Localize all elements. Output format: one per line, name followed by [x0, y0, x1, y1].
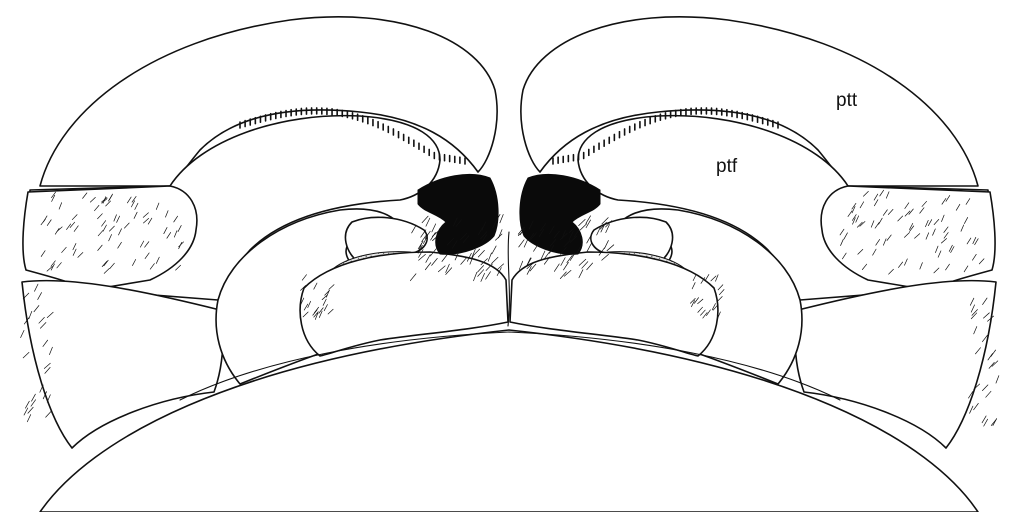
seta	[492, 246, 496, 254]
seta	[28, 407, 33, 413]
seta	[492, 257, 498, 263]
seta	[27, 415, 30, 422]
seta	[519, 240, 524, 247]
seta	[988, 354, 993, 360]
seta	[426, 218, 430, 226]
seta	[580, 224, 586, 230]
right-dark-sclerite	[520, 174, 600, 254]
seta	[986, 391, 991, 397]
seta	[991, 350, 996, 356]
seta	[23, 352, 29, 357]
seta	[587, 244, 591, 252]
seta	[996, 376, 999, 383]
seta	[478, 250, 484, 257]
seta	[982, 416, 986, 423]
seta	[432, 224, 436, 232]
seta	[984, 419, 988, 426]
seta	[974, 403, 979, 409]
seta	[422, 216, 428, 223]
seta	[500, 215, 503, 223]
seta	[970, 406, 973, 413]
label-ptt: ptt	[836, 90, 858, 111]
seta	[586, 216, 591, 224]
seta	[24, 408, 28, 415]
seta	[472, 249, 475, 257]
seta	[541, 251, 545, 259]
seta	[579, 219, 586, 225]
seta	[982, 385, 988, 391]
seta	[21, 330, 24, 337]
label-ptf: ptf	[716, 156, 738, 177]
seta	[488, 253, 491, 261]
seta	[499, 230, 503, 238]
seta	[46, 411, 51, 417]
seta	[524, 239, 528, 247]
seta	[32, 394, 36, 401]
left-dark-sclerite	[418, 174, 498, 254]
seta	[25, 401, 29, 408]
